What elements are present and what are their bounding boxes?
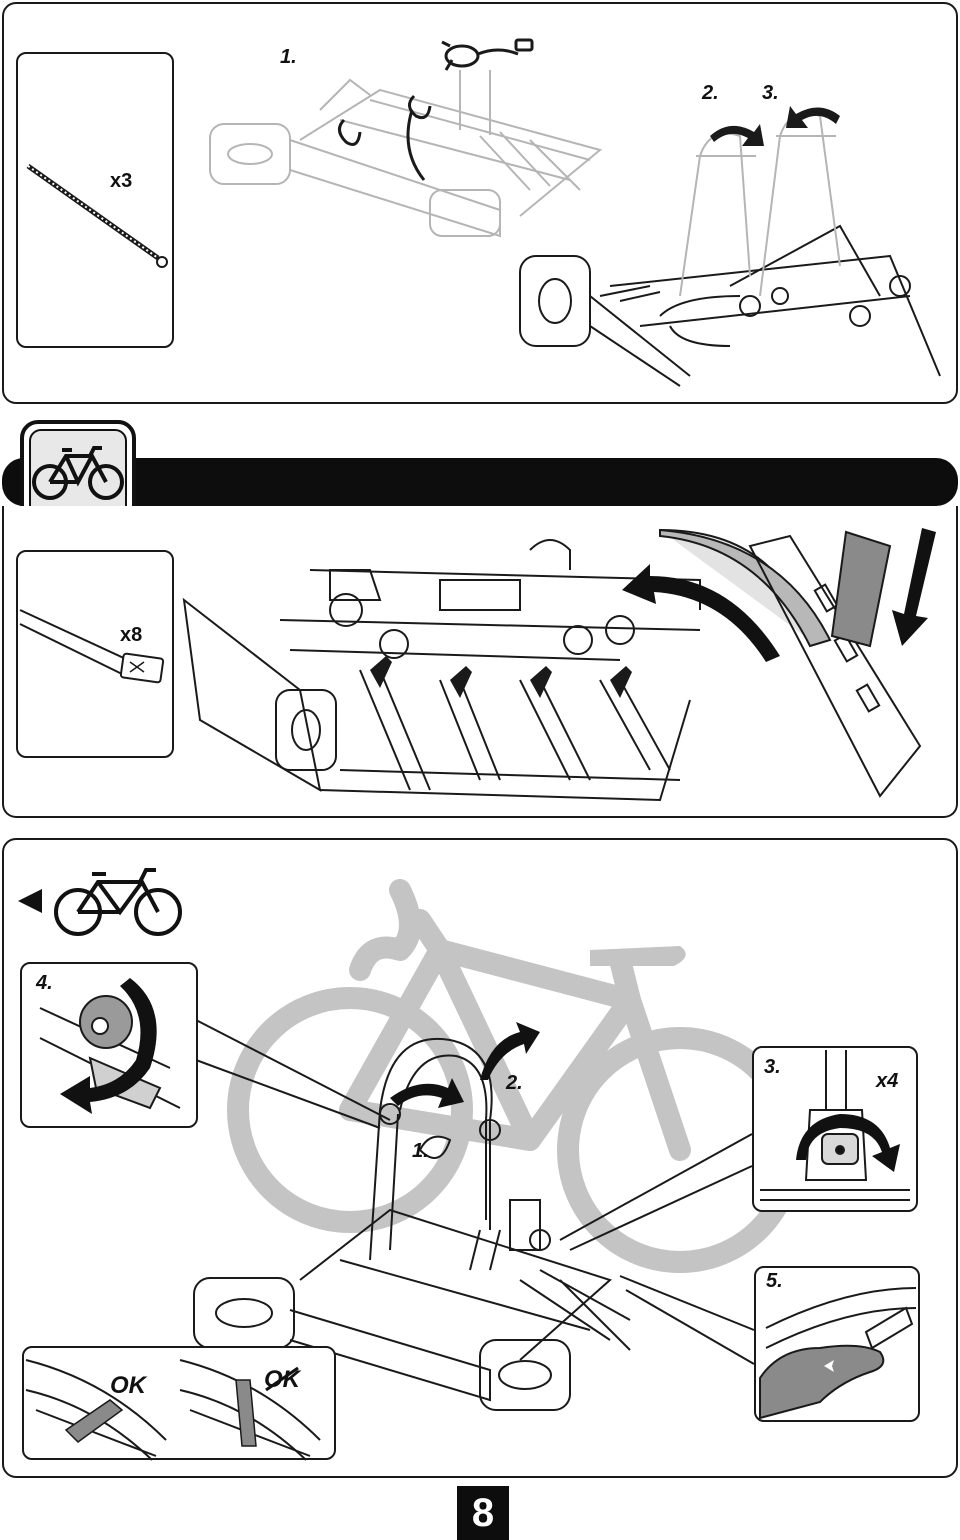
section-header-band xyxy=(2,458,958,506)
carrier-cable-ties-illustration xyxy=(209,38,603,238)
cable-tie-quantity: x3 xyxy=(110,170,133,192)
strap-parts-box xyxy=(16,550,174,758)
ok-label: OK xyxy=(110,1372,146,1399)
strap-insertion-detail xyxy=(622,528,936,798)
knob-quantity: x4 xyxy=(876,1070,899,1092)
bicycle-icon xyxy=(32,446,124,500)
carrier-arms-folding-illustration xyxy=(519,106,941,387)
step-3-label: 3. xyxy=(762,82,779,104)
strap-pull-hand-detail xyxy=(759,1287,917,1420)
mount-step-4-label: 4. xyxy=(36,972,53,994)
page-number: 8 xyxy=(457,1486,509,1540)
strap-quantity: x8 xyxy=(120,624,143,646)
mount-step-3-label: 3. xyxy=(764,1056,781,1078)
step-3-detail-box xyxy=(752,1046,918,1212)
arrow-left-icon xyxy=(18,889,42,913)
cable-tie-icon xyxy=(26,163,168,268)
step-2-label: 2. xyxy=(702,82,719,104)
mount-step-1-label: 1. xyxy=(412,1140,429,1162)
step-1-label: 1. xyxy=(280,46,297,68)
carrier-mounted-illustration xyxy=(193,1022,631,1411)
bicycle-direction-icon xyxy=(54,868,182,936)
knob-tighten-detail xyxy=(39,978,181,1114)
cable-tie-parts-box xyxy=(16,52,174,348)
strap-not-ok-illustration xyxy=(179,1359,321,1461)
mount-step-5-label: 5. xyxy=(766,1270,783,1292)
wheel-strap-icon xyxy=(19,609,165,684)
strap-ok-illustration xyxy=(25,1359,167,1461)
strike-through-icon xyxy=(265,1366,299,1392)
lock-knob-detail xyxy=(760,1050,910,1201)
mount-step-2-label: 2. xyxy=(506,1072,523,1094)
